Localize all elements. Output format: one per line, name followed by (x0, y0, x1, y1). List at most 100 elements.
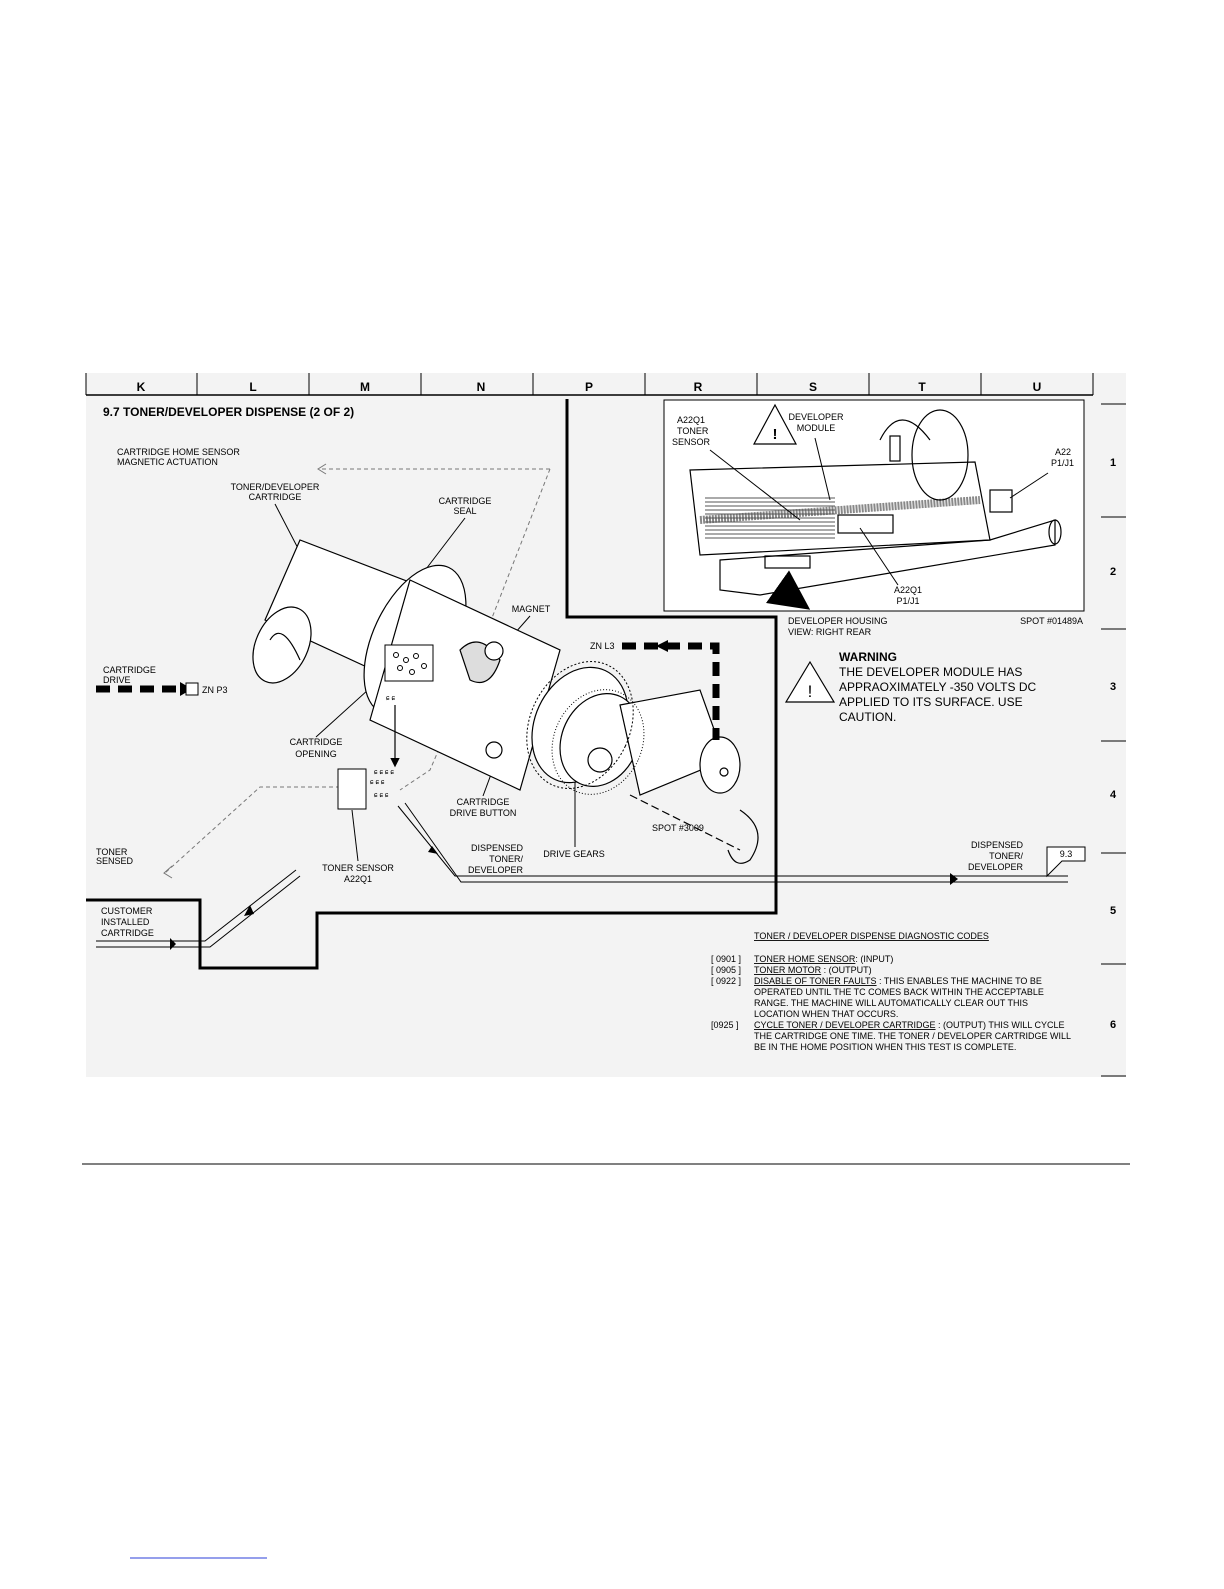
zone-label: N (477, 380, 486, 394)
home-sensor-arrow (317, 463, 327, 475)
drive-button-label: DRIVE BUTTON (450, 808, 517, 818)
inset-sensor-label: TONER (677, 426, 709, 436)
warning-heading: WARNING (839, 650, 897, 664)
home-sensor-path (164, 468, 551, 874)
zone-header: K L M N P R S T U (85, 373, 1094, 396)
drive-gears-drawing (526, 661, 645, 795)
diag-code: [ 0901 ] (711, 954, 741, 964)
subsystem-boundary (86, 399, 778, 970)
inset-warning-icon: ! (773, 426, 778, 443)
zn-p3-box (185, 682, 199, 696)
customer-label: CUSTOMER (101, 906, 153, 916)
diag-code: [ 0905 ] (711, 965, 741, 975)
toner-sensor-label: A22Q1 (344, 874, 372, 884)
diag-entry: CYCLE TONER / DEVELOPER CARTRIDGE : (OUT… (754, 1020, 1065, 1030)
diag-desc: : (OUTPUT) (821, 965, 872, 975)
diag-desc-line: RANGE. THE MACHINE WILL AUTOMATICALLY CL… (754, 998, 1028, 1008)
zone-label: M (360, 380, 370, 394)
zone-label: K (137, 380, 146, 394)
diag-name: DISABLE OF TONER FAULTS (754, 976, 877, 986)
dispensed-label: DEVELOPER (468, 865, 524, 875)
toner-particles: ɕ ɕ ɕ ɕ ɕ ɕ ɕ ɕ ɕ ɕ ɕ ɕ (370, 695, 395, 799)
seal-label: CARTRIDGE (439, 496, 492, 506)
warning-line: THE DEVELOPER MODULE HAS (839, 665, 1022, 679)
diag-desc: : (INPUT) (855, 954, 893, 964)
diag-desc-line: THE CARTRIDGE ONE TIME. THE TONER / DEVE… (754, 1031, 1071, 1041)
magnet-label: MAGNET (512, 604, 551, 614)
zn-l3-arrowhead (656, 640, 668, 652)
zn-p3-label: ZN P3 (202, 685, 228, 695)
reference-box (1046, 846, 1086, 878)
cartridge-drive-label: DRIVE (103, 675, 131, 685)
diagnostics-title: TONER / DEVELOPER DISPENSE DIAGNOSTIC CO… (754, 931, 989, 941)
inset-leaders (709, 437, 1049, 586)
cartridge-label: TONER/DEVELOPER (231, 482, 320, 492)
cartridge-drive-label: CARTRIDGE (103, 665, 156, 675)
zone-label: P (585, 380, 593, 394)
output-dispensed-label: DISPENSED (971, 840, 1024, 850)
warning-triangle (784, 660, 836, 703)
dispensed-flow-arrow (428, 846, 438, 854)
opening-label: CARTRIDGE (290, 737, 343, 747)
inset-a22q1-label: P1/J1 (896, 596, 919, 606)
opening-label: OPENING (295, 749, 337, 759)
toner-sensor-label: TONER SENSOR (322, 863, 394, 873)
section-title: 9.7 TONER/DEVELOPER DISPENSE (2 OF 2) (103, 405, 354, 419)
row-label: 6 (1110, 1019, 1116, 1031)
svg-text:ɕ ɕ ɕ ɕ: ɕ ɕ ɕ ɕ (374, 769, 394, 776)
toner-sensed-label: SENSED (96, 856, 134, 866)
inset-module-label: MODULE (797, 423, 836, 433)
row-label: 3 (1110, 681, 1116, 693)
cartridge-flow-arrow (170, 938, 176, 950)
zone-label: S (809, 380, 817, 394)
inset-caption: VIEW: RIGHT REAR (788, 627, 872, 637)
reference-box-label: 9.3 (1060, 849, 1073, 859)
diag-desc-line: LOCATION WHEN THAT OCCURS. (754, 1009, 898, 1019)
cartridge-flow-line (96, 869, 301, 948)
inset-warning-triangle (752, 403, 798, 445)
dispensed-flow-arrow (950, 873, 958, 885)
diag-desc-line: BE IN THE HOME POSITION WHEN THIS TEST I… (754, 1042, 1016, 1052)
drive-gears-label: DRIVE GEARS (543, 849, 605, 859)
diag-code: [0925 ] (711, 1020, 739, 1030)
diag-name: TONER MOTOR (754, 965, 822, 975)
diag-name: CYCLE TONER / DEVELOPER CARTRIDGE (754, 1020, 936, 1030)
inset-spot-label: SPOT #01489A (1020, 616, 1083, 626)
home-sensor-label: CARTRIDGE HOME SENSOR (117, 447, 240, 457)
zone-label: L (249, 380, 256, 394)
zone-label: U (1033, 380, 1042, 394)
svg-text:ɕ ɕ ɕ: ɕ ɕ ɕ (374, 792, 389, 799)
inset-arrow (765, 570, 811, 610)
drive-button-label: CARTRIDGE (457, 797, 510, 807)
output-dispensed-label: TONER/ (989, 851, 1023, 861)
dispensed-label: DISPENSED (471, 843, 524, 853)
inset-a22-label: A22 (1055, 447, 1071, 457)
row-markers: 1 2 3 4 5 6 (1101, 403, 1126, 1077)
dispensed-label: TONER/ (489, 854, 523, 864)
home-sensor-label: MAGNETIC ACTUATION (117, 457, 218, 467)
diag-entry: TONER MOTOR : (OUTPUT) (754, 965, 872, 975)
dispensed-flow-line (397, 802, 1068, 883)
diag-code: [ 0922 ] (711, 976, 741, 986)
zn-l3-label: ZN L3 (590, 641, 615, 651)
diag-desc-line: OPERATED UNTIL THE TC COMES BACK WITHIN … (754, 987, 1044, 997)
customer-label: CARTRIDGE (101, 928, 154, 938)
inset-a22-label: P1/J1 (1051, 458, 1074, 468)
warning-line: APPLIED TO ITS SURFACE. USE (839, 695, 1023, 709)
diag-entry: DISABLE OF TONER FAULTS : THIS ENABLES T… (754, 976, 1042, 986)
row-label: 1 (1110, 457, 1116, 469)
inset-sensor-label: SENSOR (672, 437, 711, 447)
diag-desc: : THIS ENABLES THE MACHINE TO BE (877, 976, 1042, 986)
toner-sensor-box (337, 768, 367, 810)
inset-module-label: DEVELOPER (788, 412, 844, 422)
cartridge-label: CARTRIDGE (249, 492, 302, 502)
zone-label: R (694, 380, 703, 394)
zn-l3-path (622, 642, 720, 740)
warning-line: CAUTION. (839, 710, 896, 724)
seal-label: SEAL (453, 506, 476, 516)
row-label: 2 (1110, 566, 1116, 578)
row-label: 4 (1110, 789, 1117, 801)
output-dispensed-label: DEVELOPER (968, 862, 1024, 872)
